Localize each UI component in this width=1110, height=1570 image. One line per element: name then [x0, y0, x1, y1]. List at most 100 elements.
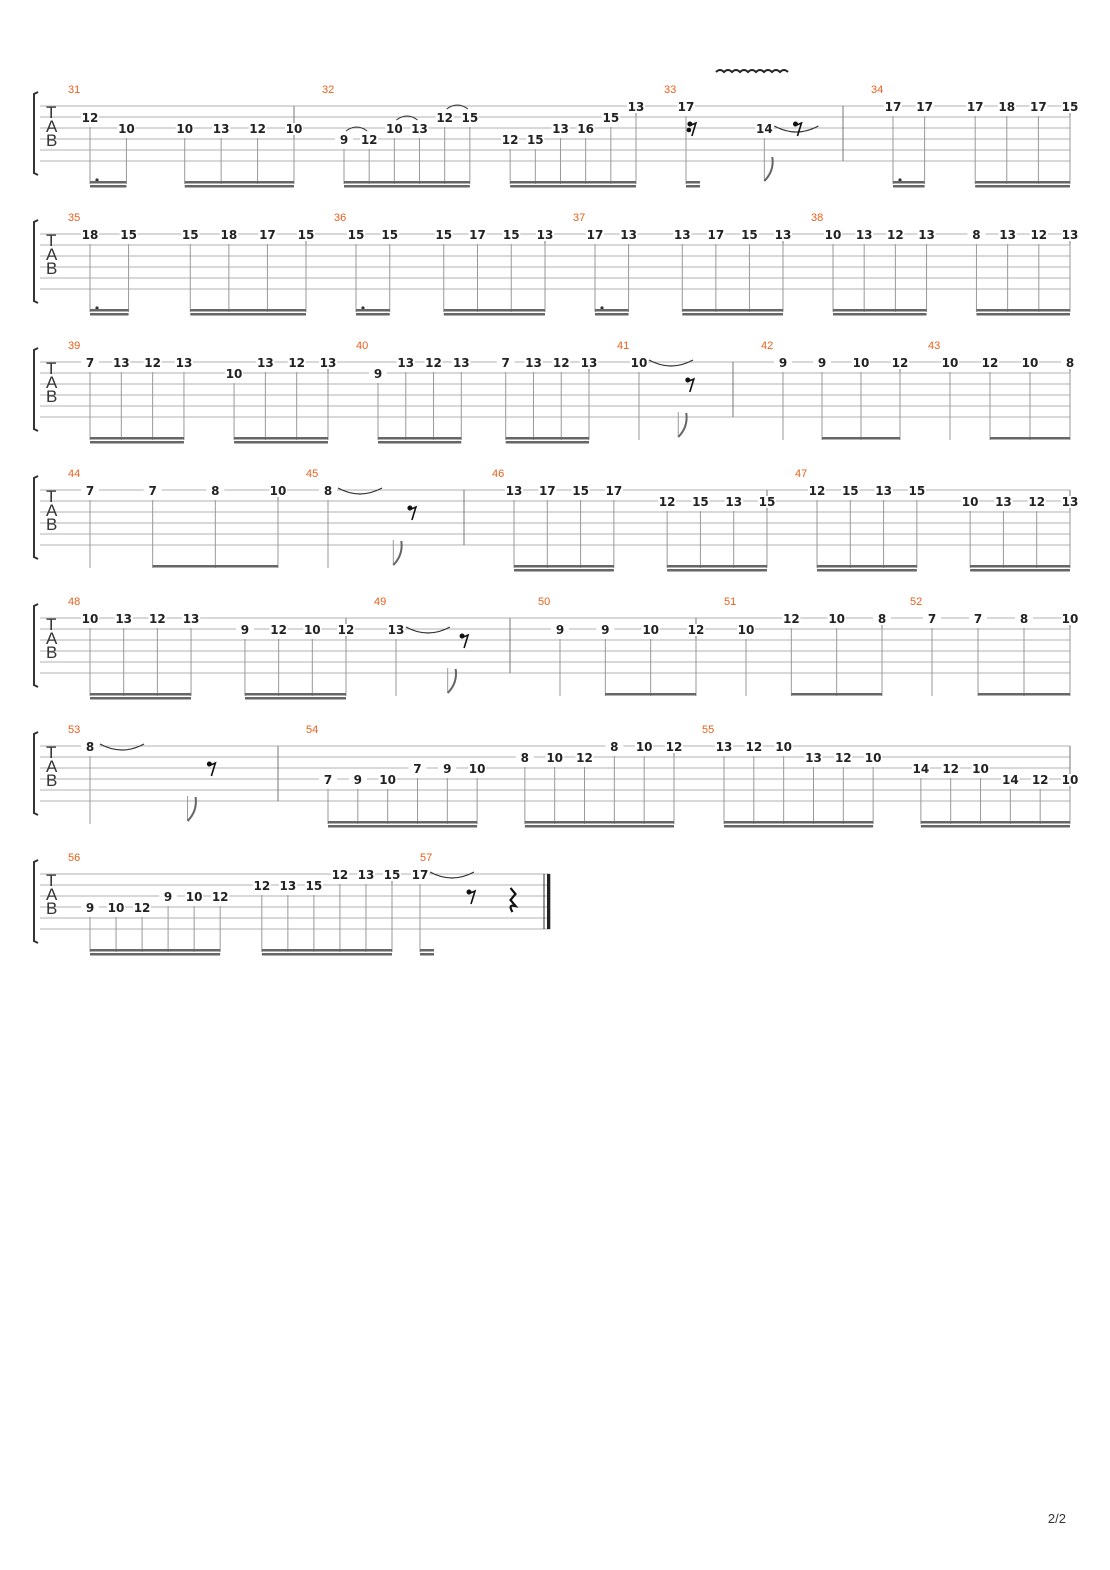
fret-mask [873, 613, 891, 625]
measure-number: 48 [68, 596, 80, 608]
fret-mask [81, 112, 99, 124]
fret-mask [665, 741, 683, 753]
fret-mask [360, 134, 379, 146]
fret-mask [1061, 101, 1079, 113]
fret-number: 13 [725, 495, 742, 509]
fret-mask [536, 229, 554, 241]
fret-mask [571, 485, 590, 497]
beam-secondary [686, 185, 700, 188]
fret-number: 16 [577, 122, 594, 136]
fret-mask [552, 357, 571, 369]
fret-mask [852, 357, 870, 369]
fret-mask [907, 485, 926, 497]
tab-clef-letter: A [46, 373, 58, 392]
beam-secondary [420, 953, 434, 956]
quarter-rest [509, 887, 519, 913]
fret-mask [319, 485, 337, 497]
fret-mask [997, 101, 1016, 113]
rhythm-dot [95, 306, 99, 310]
tab-clef-letter: B [46, 899, 57, 918]
fret-mask [285, 123, 303, 135]
fret-number: 12 [1028, 495, 1045, 509]
beam-secondary [328, 825, 478, 828]
beam-secondary [975, 185, 1070, 188]
fret-number: 10 [186, 890, 203, 904]
system-bracket [33, 91, 39, 176]
fret-number: 12 [425, 356, 442, 370]
fret-number: 13 [280, 879, 297, 893]
fret-number: 15 [741, 228, 758, 242]
fret-number: 13 [113, 356, 130, 370]
fret-number: 13 [213, 122, 230, 136]
fret-number: 7 [974, 612, 982, 626]
fret-mask [319, 357, 337, 369]
beam-secondary [234, 441, 328, 444]
fret-number: 12 [212, 890, 229, 904]
beam-secondary [817, 569, 917, 572]
fret-mask [435, 112, 454, 124]
measure: 538 [68, 724, 217, 824]
measure-number: 31 [68, 84, 80, 96]
fret-number: 18 [221, 228, 238, 242]
beam [378, 437, 462, 440]
fret-number: 15 [602, 111, 619, 125]
fret-mask [81, 229, 99, 241]
fret-mask [396, 357, 415, 369]
measure-number: 32 [322, 84, 334, 96]
fret-number: 13 [716, 740, 733, 754]
eighth-flag [763, 156, 774, 182]
fret-mask [438, 763, 457, 775]
fret-mask [452, 357, 471, 369]
system-bracket [33, 859, 39, 944]
fret-number: 13 [805, 751, 822, 765]
fret-number: 18 [998, 100, 1015, 114]
eighth-rest [208, 761, 217, 777]
system-bracket [33, 347, 39, 432]
fret-number: 10 [962, 495, 979, 509]
measure-number: 45 [306, 468, 318, 480]
fret-number: 13 [453, 356, 470, 370]
fret-number: 10 [304, 623, 321, 637]
beam [817, 565, 917, 568]
tab-clef-letter: B [46, 131, 57, 150]
fret-mask [1061, 613, 1079, 625]
fret-number: 17 [259, 228, 276, 242]
fret-mask [114, 613, 133, 625]
fret-mask [596, 624, 615, 636]
fret-mask [715, 741, 733, 753]
fret-number: 13 [856, 228, 873, 242]
fret-mask [884, 101, 902, 113]
beam-secondary [514, 569, 614, 572]
fret-mask [496, 357, 515, 369]
fret-mask [774, 229, 792, 241]
fret-number: 12 [666, 740, 683, 754]
fret-number: 13 [1062, 495, 1079, 509]
beam [90, 437, 184, 440]
fret-mask [211, 891, 230, 903]
fret-number: 13 [257, 356, 274, 370]
fret-mask [917, 229, 936, 241]
beam-secondary [190, 313, 306, 316]
tab-clef-letter: A [46, 885, 58, 904]
fret-mask [424, 357, 443, 369]
fret-mask [387, 624, 405, 636]
fret-number: 15 [462, 111, 479, 125]
tie [405, 626, 451, 634]
tie [337, 487, 383, 495]
fret-mask [635, 741, 654, 753]
tab-clef-letter: T [46, 615, 56, 634]
beam-secondary [90, 953, 221, 956]
system-bracket [33, 219, 39, 304]
beam-secondary [893, 185, 925, 188]
fret-mask [182, 613, 201, 625]
fret-mask [941, 357, 959, 369]
fret-number: 7 [928, 612, 936, 626]
fret-number: 13 [388, 623, 405, 637]
beam-secondary [595, 313, 629, 316]
fret-number: 13 [999, 228, 1016, 242]
